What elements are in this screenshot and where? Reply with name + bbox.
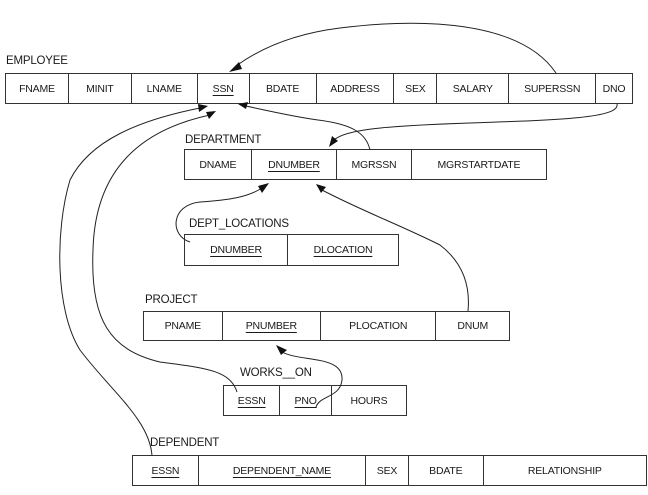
attribute-essn: ESSN	[133, 456, 199, 485]
attribute-pname: PNAME	[144, 312, 223, 340]
attribute-salary: SALARY	[437, 74, 510, 103]
arrowhead-icon	[276, 345, 287, 355]
attribute-bdate: BDATE	[250, 74, 317, 103]
primary-key-dependent-name: DEPENDENT_NAME	[232, 464, 331, 477]
attribute-label: DNO	[602, 82, 626, 95]
relation-project: PNAME PNUMBER PLOCATION DNUM	[143, 311, 510, 341]
relation-title-dept-locations: DEPT_LOCATIONS	[189, 218, 289, 230]
attribute-label: SALARY	[452, 82, 493, 95]
relation-department: DNAME DNUMBER MGRSSN MGRSTARTDATE	[184, 149, 547, 180]
attribute-label: MGRSSN	[351, 158, 397, 171]
relation-title-dependent: DEPENDENT	[150, 437, 220, 449]
arrowhead-icon	[258, 183, 269, 193]
primary-key-dlocation: DLOCATION	[313, 244, 373, 256]
fk-arrow-superssn-to-ssn	[229, 22, 557, 74]
attribute-label: ADDRESS	[330, 82, 380, 95]
attribute-lname: LNAME	[132, 74, 198, 103]
attribute-label: BDATE	[265, 82, 300, 95]
attribute-plocation: PLOCATION	[321, 312, 437, 340]
primary-key-pnumber: PNUMBER	[245, 320, 297, 332]
attribute-pno: PNO	[280, 386, 332, 415]
attribute-dname: DNAME	[185, 150, 252, 179]
attribute-dnum: DNUM	[436, 312, 509, 340]
attribute-bdate: BDATE	[409, 456, 484, 485]
attribute-label: SEX	[405, 82, 426, 95]
attribute-ssn: SSN	[198, 74, 250, 103]
attribute-mgrstartdate: MGRSTARTDATE	[412, 150, 546, 179]
primary-key-dnumber: DNUMBER	[268, 158, 320, 171]
arrowhead-icon	[206, 111, 216, 119]
attribute-fname: FNAME	[6, 74, 69, 103]
attribute-label: RELATIONSHIP	[527, 464, 602, 477]
primary-key-essn: ESSN	[151, 464, 180, 477]
attribute-label: DNAME	[199, 158, 237, 171]
primary-key-ssn: SSN	[212, 82, 234, 95]
relation-title-department: DEPARTMENT	[185, 134, 262, 146]
attribute-label: LNAME	[146, 82, 182, 95]
relation-works-on: ESSN PNO HOURS	[223, 385, 407, 416]
attribute-hours: HOURS	[332, 386, 406, 415]
attribute-label: PNAME	[164, 320, 202, 332]
arrowhead-icon	[329, 136, 338, 147]
arrowhead-icon	[316, 184, 326, 193]
attribute-label: HOURS	[350, 394, 388, 407]
attribute-label: PLOCATION	[349, 320, 408, 332]
attribute-address: ADDRESS	[317, 74, 395, 103]
attribute-superssn: SUPERSSN	[509, 74, 597, 103]
attribute-essn: ESSN	[224, 386, 281, 415]
attribute-dnumber: DNUMBER	[185, 235, 289, 265]
attribute-label: BDATE	[429, 464, 463, 477]
arrowhead-icon	[229, 62, 242, 72]
attribute-sex: SEX	[394, 74, 438, 103]
primary-key-dnumber: DNUMBER	[210, 244, 262, 256]
relation-employee: FNAME MINIT LNAME SSN BDATE ADDRESS SEX …	[5, 73, 633, 104]
relation-title-works-on: WORKS__ON	[240, 367, 312, 379]
primary-key-essn: ESSN	[237, 394, 266, 407]
attribute-dno: DNO	[596, 74, 632, 103]
attribute-minit: MINIT	[69, 74, 132, 103]
attribute-label: SUPERSSN	[524, 82, 581, 95]
relation-title-employee: EMPLOYEE	[6, 55, 68, 67]
arrowhead-icon	[198, 104, 208, 112]
attribute-dnumber: DNUMBER	[252, 150, 338, 179]
attribute-sex: SEX	[366, 456, 409, 485]
attribute-dlocation: DLOCATION	[288, 235, 398, 265]
relation-title-project: PROJECT	[145, 294, 198, 306]
attribute-label: MINIT	[86, 82, 114, 95]
attribute-label: FNAME	[19, 82, 55, 95]
fk-arrow-dno-to-dnumber	[329, 103, 618, 147]
attribute-mgrssn: MGRSSN	[337, 150, 412, 179]
attribute-label: DNUM	[457, 320, 489, 332]
attribute-label: SEX	[376, 464, 398, 477]
attribute-relationship: RELATIONSHIP	[484, 456, 646, 485]
relation-dept-locations: DNUMBER DLOCATION	[184, 234, 399, 266]
attribute-label: MGRSTARTDATE	[437, 158, 521, 171]
relation-dependent: ESSN DEPENDENT_NAME SEX BDATE RELATIONSH…	[132, 455, 647, 486]
primary-key-pno: PNO	[294, 394, 317, 407]
attribute-pnumber: PNUMBER	[223, 312, 322, 340]
attribute-dependent-name: DEPENDENT_NAME	[199, 456, 367, 485]
